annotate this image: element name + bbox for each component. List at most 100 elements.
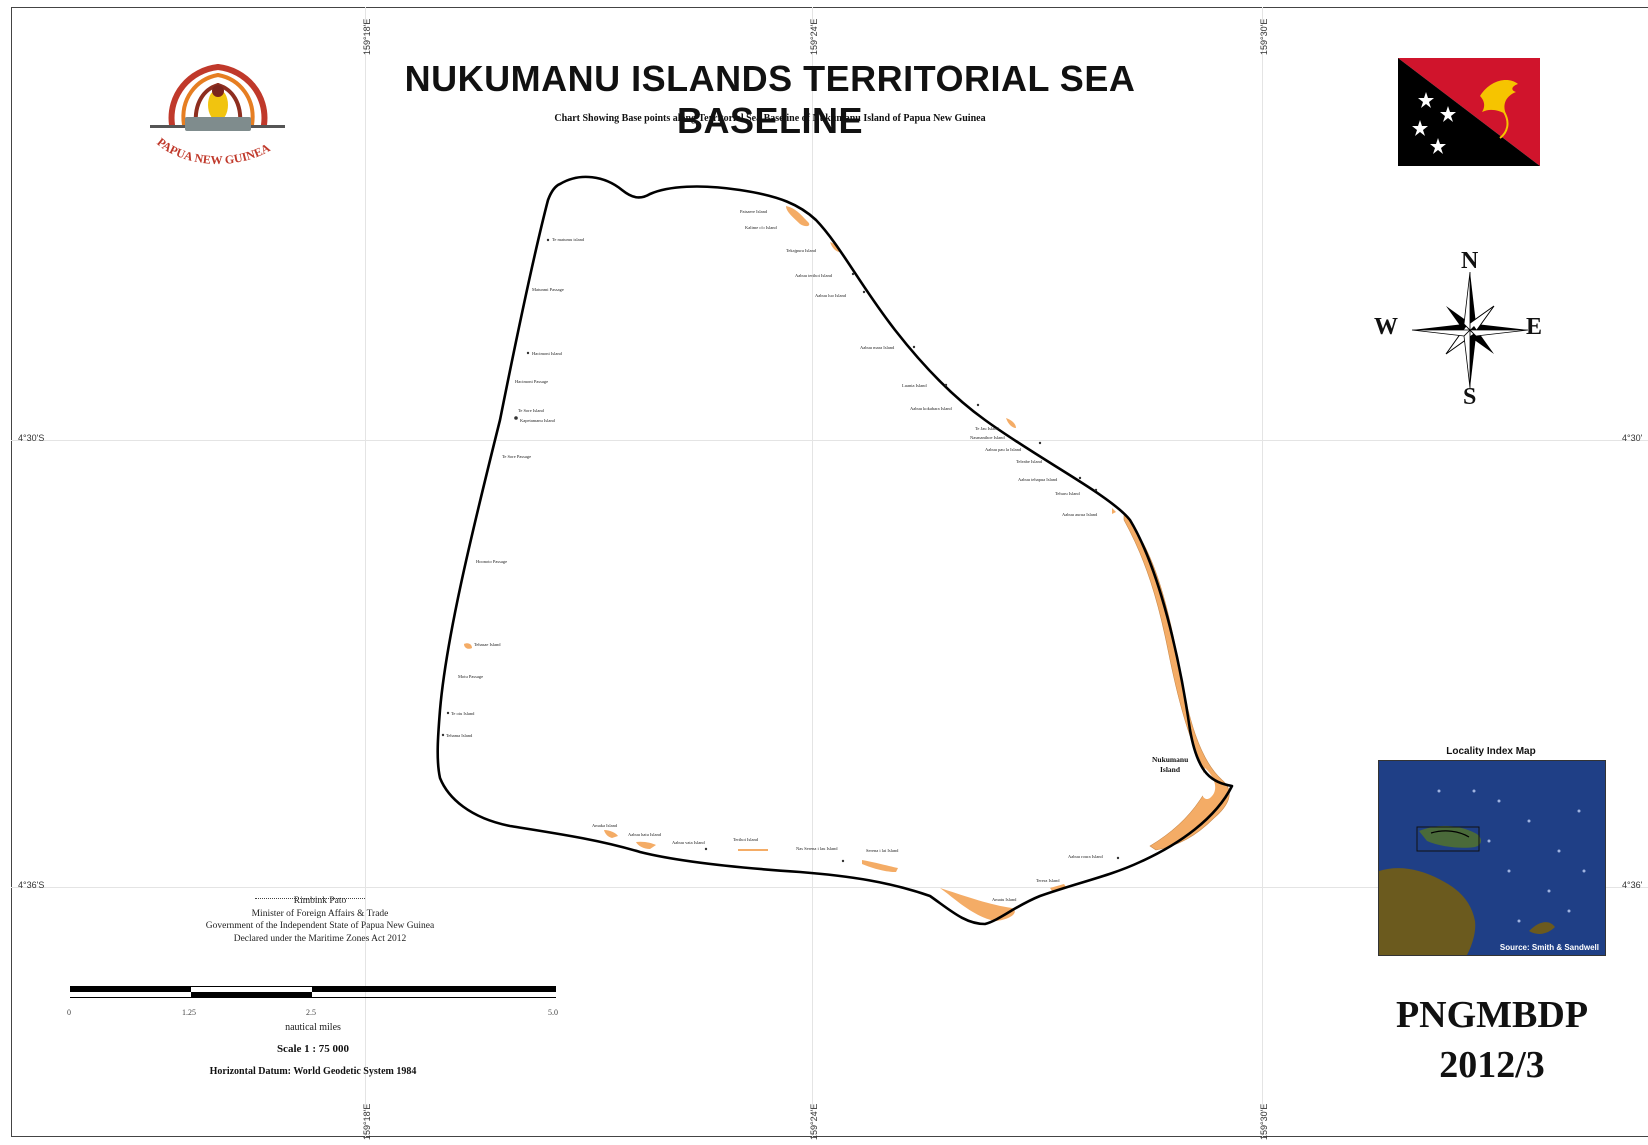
scale-tick-0: 0 <box>67 1008 71 1017</box>
label-kalime-oo-island: Kalime o'o Island <box>745 225 778 230</box>
label-aabuu-kokabara-island: Aabuu kokabara Island <box>910 406 952 411</box>
base-point-markers <box>441 238 1120 863</box>
label-hoonoto-passage: Hoonoto Passage <box>476 559 507 564</box>
label-motu-passage: Motu Passage <box>458 674 483 679</box>
label-nukumanu-line2: Island <box>1160 765 1181 774</box>
label-te-sore-passage: Te Sore Passage <box>502 454 531 459</box>
label-te-oiu-island: Te oiu Island <box>451 711 475 716</box>
scale-outline <box>70 986 556 998</box>
compass-rose: N S W E <box>1374 248 1560 410</box>
label-aabuu-pau-la-island: Aabuu pau la Island <box>985 447 1022 452</box>
document-id: PNGMBDP 2012/3 <box>1372 990 1612 1090</box>
lat-label-right-2: 4°36' <box>1622 880 1643 890</box>
label-aabuu-hatu-island: Aabuu hatu Island <box>628 832 662 837</box>
document-id-line1: PNGMBDP <box>1395 994 1589 1036</box>
label-nukumanu-line1: Nukumanu <box>1152 755 1188 764</box>
scale-seg-3 <box>312 986 556 992</box>
document-id-line2: 2012/3 <box>1439 1044 1545 1086</box>
lat-label-right-1: 4°30' <box>1622 433 1643 443</box>
scale-units: nautical miles <box>285 1022 341 1033</box>
label-terihoi-island: Terihoi Island <box>733 837 759 842</box>
label-tekajpura-island: Tekajpura Island <box>786 248 817 253</box>
compass-w: W <box>1374 314 1398 340</box>
label-amatu-island: Amatu Island <box>992 897 1017 902</box>
label-nas-serena-island: Nas Serena i lau Island <box>796 846 838 851</box>
label-kapetamanu-island: Kapetamanu Island <box>520 418 556 423</box>
label-te-sore-island: Te Sore Island <box>518 408 545 413</box>
declaration-act: Declared under the Maritime Zones Act 20… <box>233 933 407 944</box>
index-map-graphic <box>1379 761 1605 955</box>
label-aabuu-luo-island: Aabuu luo Island <box>815 293 847 298</box>
signature-line <box>255 898 365 899</box>
grid-line-lat-1 <box>11 440 1648 441</box>
label-terera-island: Terera Island <box>1036 878 1060 883</box>
signature-block: Rimbink Pato Minister of Foreign Affairs… <box>170 895 470 945</box>
compass-rose-icon <box>1411 271 1529 389</box>
map-title: NUKUMANU ISLANDS TERRITORIAL SEA BASELIN… <box>404 58 1136 141</box>
scale-ratio: Scale 1 : 75 000 <box>276 1043 350 1055</box>
grid-line-lon-1 <box>365 7 366 1137</box>
teiau-island-shape <box>1006 418 1016 428</box>
main-island-shape <box>1123 513 1230 851</box>
emblem-text: PAPUA NEW GUINEA <box>154 135 272 167</box>
label-teleabe-island: Teleabe Island <box>1016 459 1043 464</box>
bird-of-paradise-emblem-icon: PAPUA NEW GUINEA <box>150 64 285 167</box>
lat-label-left-2: 4°36'S <box>18 880 45 890</box>
map-frame <box>11 7 1648 1137</box>
scale-tick-2: 2.5 <box>306 1008 316 1017</box>
scale-tick-1: 1.25 <box>182 1008 196 1017</box>
compass-n: N <box>1461 248 1479 274</box>
label-amaka-island: Amaka Island <box>592 823 618 828</box>
compass-s: S <box>1463 384 1477 410</box>
lat-label-left-1: 4°30'S <box>18 433 45 443</box>
locality-index-map: Source: Smith & Sandwell <box>1378 760 1606 956</box>
scale-seg-1 <box>70 986 191 992</box>
label-tehuru-island: Tehuru Island <box>1055 491 1081 496</box>
index-map-title: Locality Index Map <box>1446 746 1536 757</box>
label-aabuu-roura-island: Aabuu roura Island <box>1068 854 1103 859</box>
png-flag-icon <box>1398 58 1540 166</box>
index-map-source: Source: Smith & Sandwell <box>1499 943 1599 952</box>
terera-island-shape <box>1050 884 1066 891</box>
signatory-government: Government of the Independent State of P… <box>205 921 435 931</box>
label-aabuu-vata-island: Aabuu vata Island <box>672 840 705 845</box>
label-hacimoni-passage: Hacimoni Passage <box>515 379 548 384</box>
label-nasmanihoe-island: Nasmanihoe Island <box>970 435 1005 440</box>
label-matunmi-passage: Matunmi Passage <box>532 287 564 292</box>
label-luania-island: Luania Island <box>902 383 927 388</box>
territorial-sea-baseline <box>436 175 1234 926</box>
place-labels: Te matumu island Matunmi Passage Hacimon… <box>446 209 1188 902</box>
main-island-lagoon-gap <box>1200 768 1216 800</box>
aurua-island-shape <box>1112 508 1116 514</box>
amatu-island-shape <box>940 888 1015 921</box>
label-tehasae-island: Tehasae Island <box>474 642 501 647</box>
horizontal-datum: Horizontal Datum: World Geodetic System … <box>209 1066 417 1077</box>
label-aabuu-terihoi-island: Aabuu terihoi Island <box>795 273 833 278</box>
scale-bar <box>70 986 556 1000</box>
hatu-island-shape <box>636 841 656 849</box>
label-tehama-island: Tehama Island <box>446 733 473 738</box>
serena-island-shape <box>862 860 898 872</box>
compass-e: E <box>1526 314 1543 340</box>
signatory-name: Rimbink Pato <box>293 896 347 906</box>
scale-tick-3: 5.0 <box>548 1008 558 1017</box>
label-paisaere-island: Paisaere Island <box>740 209 768 214</box>
grid-line-lon-2 <box>812 7 813 1137</box>
terihoi-island-shape <box>738 849 768 851</box>
paisaere-island-shape <box>786 206 810 227</box>
label-te-jau-island: Te Jau Island <box>975 426 999 431</box>
label-aabuu-mara-island: Aabuu mara Island <box>860 345 895 350</box>
tehasae-island-shape <box>464 643 472 649</box>
signatory-role: Minister of Foreign Affairs & Trade <box>251 908 389 919</box>
scale-seg-2 <box>191 992 312 998</box>
map-subtitle: Chart Showing Base points along Territor… <box>554 113 986 124</box>
label-aabuu-aurua-island: Aabuu aurua Island <box>1062 512 1098 517</box>
grid-line-lon-3 <box>1262 7 1263 1137</box>
label-te-matumu: Te matumu island <box>552 237 585 242</box>
label-aabuu-tehapua-island: Aabuu tehapua Island <box>1018 477 1058 482</box>
label-serena-i-lai-island: Serena i lai Island <box>866 848 899 853</box>
grid-line-lat-2 <box>11 887 1648 888</box>
amaka-island-shape <box>604 830 618 838</box>
